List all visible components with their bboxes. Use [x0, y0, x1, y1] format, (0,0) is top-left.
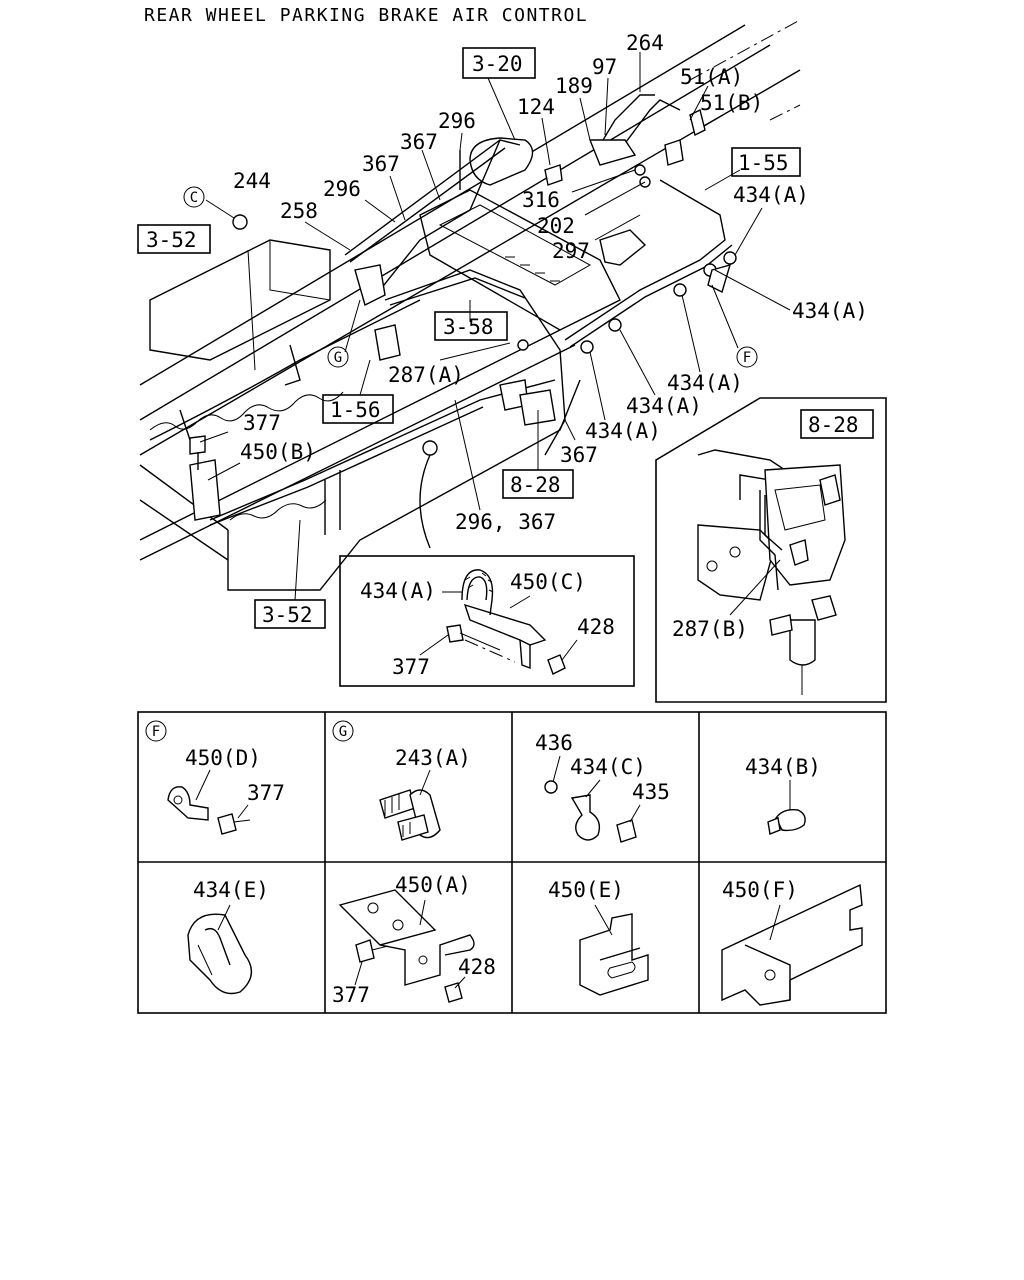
grid-cell-g: G 243(A) — [332, 720, 471, 841]
clamp-detail-inset: 434(A) 450(C) 428 377 — [339, 555, 635, 687]
svg-text:F: F — [152, 724, 160, 740]
callout-450e: 450(E) — [548, 878, 624, 902]
callout-296-367: 296, 367 — [455, 510, 556, 534]
grid-cell-f: F 450(D) 377 — [145, 720, 285, 835]
svg-text:3-52: 3-52 — [146, 228, 197, 252]
inset-callout-450c: 450(C) — [510, 570, 586, 594]
ref-box-3-58[interactable]: 3-58 — [434, 311, 508, 341]
svg-text:G: G — [339, 724, 347, 740]
callout-450a: 450(A) — [395, 873, 471, 897]
svg-text:8-28: 8-28 — [808, 413, 859, 437]
callout-243a: 243(A) — [395, 746, 471, 770]
callout-258: 258 — [280, 199, 318, 223]
svg-text:1-56: 1-56 — [330, 398, 381, 422]
callout-367: 367 — [400, 130, 438, 154]
callout-244: 244 — [233, 169, 271, 193]
callout-297: 297 — [552, 239, 590, 263]
grid-cell-434b: 434(B) — [745, 755, 821, 835]
svg-text:3-20: 3-20 — [472, 52, 523, 76]
callout-202: 202 — [537, 214, 575, 238]
callout-377: 377 — [332, 983, 370, 1007]
callout-434c: 434(C) — [570, 755, 646, 779]
svg-text:C: C — [190, 190, 198, 206]
svg-text:F: F — [743, 350, 751, 366]
diagram-title: REAR WHEEL PARKING BRAKE AIR CONTROL — [144, 5, 588, 26]
callout-124: 124 — [517, 95, 555, 119]
grid-cell-434e: 434(E) — [187, 878, 269, 995]
callout-296: 296 — [323, 177, 361, 201]
callout-377: 377 — [243, 411, 281, 435]
circle-letter-f: F — [736, 346, 758, 368]
callout-51b: 51(B) — [700, 91, 763, 115]
grid-cell-450a: 450(A) 377 428 — [332, 873, 496, 1007]
inset-callout-428: 428 — [577, 615, 615, 639]
callout-434a: 434(A) — [626, 394, 702, 418]
valve-callout-287b: 287(B) — [672, 617, 748, 641]
callout-434a: 434(A) — [585, 419, 661, 443]
ref-box-1-56[interactable]: 1-56 — [322, 394, 394, 424]
parts-grid — [137, 711, 887, 1014]
grid-cell-450f: 450(F) — [721, 878, 863, 1006]
callout-435: 435 — [632, 780, 670, 804]
callout-367: 367 — [560, 443, 598, 467]
callout-434a: 434(A) — [733, 183, 809, 207]
callout-296: 296 — [438, 109, 476, 133]
callout-434e: 434(E) — [193, 878, 269, 902]
svg-text:G: G — [334, 350, 342, 366]
circle-letter-c: C — [183, 186, 205, 208]
leader-lines — [199, 52, 791, 601]
callout-97: 97 — [592, 55, 617, 79]
svg-text:3-58: 3-58 — [443, 315, 494, 339]
callout-264: 264 — [626, 31, 664, 55]
callout-367: 367 — [362, 152, 400, 176]
circle-letter-g: G — [327, 346, 349, 368]
svg-text:8-28: 8-28 — [510, 473, 561, 497]
callout-434b: 434(B) — [745, 755, 821, 779]
ref-box-8-28-inset[interactable]: 8-28 — [800, 409, 874, 439]
chassis-frame-drawing — [139, 19, 801, 591]
callout-316: 316 — [522, 188, 560, 212]
callout-450d: 450(D) — [185, 746, 261, 770]
svg-text:3-52: 3-52 — [262, 603, 313, 627]
grid-cell-450e: 450(E) — [548, 878, 649, 996]
ref-box-3-20[interactable]: 3-20 — [462, 47, 536, 79]
ref-box-8-28-lower[interactable]: 8-28 — [502, 469, 574, 499]
callout-51a: 51(A) — [680, 65, 743, 89]
valve-detail-inset: 8-28 287(B) — [655, 397, 887, 703]
callout-434a: 434(A) — [667, 371, 743, 395]
grid-cell-434c: 436 434(C) 435 — [535, 731, 670, 843]
callout-428: 428 — [458, 955, 496, 979]
callout-436: 436 — [535, 731, 573, 755]
callout-450b: 450(B) — [240, 440, 316, 464]
callout-434a: 434(A) — [792, 299, 868, 323]
inset-callout-377: 377 — [392, 655, 430, 679]
callout-450f: 450(F) — [722, 878, 798, 902]
svg-text:1-55: 1-55 — [738, 151, 789, 175]
callout-287a: 287(A) — [388, 363, 464, 387]
callout-377: 377 — [247, 781, 285, 805]
ref-box-3-52-upper[interactable]: 3-52 — [137, 224, 211, 254]
ref-box-3-52-lower[interactable]: 3-52 — [254, 599, 326, 629]
ref-box-1-55[interactable]: 1-55 — [731, 147, 801, 177]
part-callouts: 264 97 51(A) 189 51(B) 124 296 367 367 2… — [233, 31, 868, 534]
callout-189: 189 — [555, 74, 593, 98]
inset-callout-434a: 434(A) — [360, 579, 436, 603]
